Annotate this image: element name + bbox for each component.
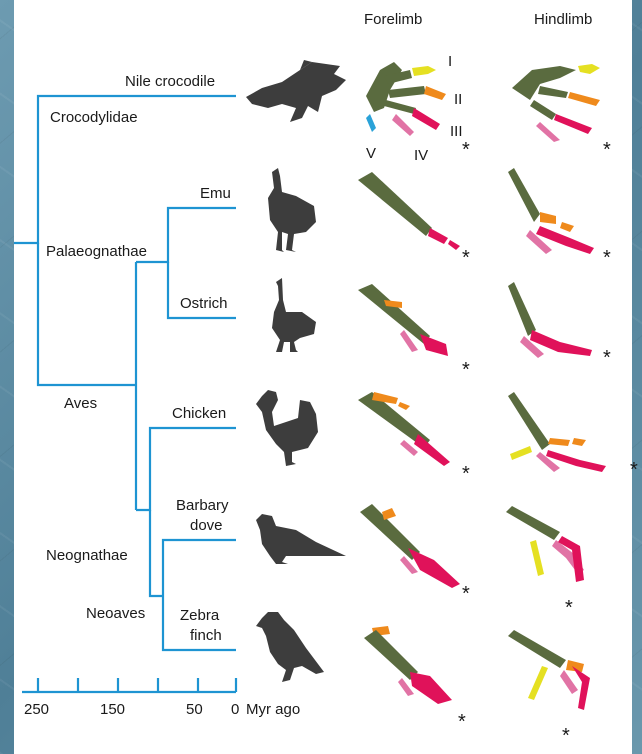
clade-neognathae: Neognathae	[46, 547, 128, 564]
asterisk-emu-hindlimb: *	[603, 247, 611, 269]
asterisk-ostrich-forelimb: *	[462, 359, 470, 381]
tree-branch-neoaves	[150, 510, 163, 596]
asterisk-croc-forelimb: *	[462, 139, 470, 161]
phylogenetic-tree	[14, 96, 236, 650]
ostrich-hindlimb	[508, 282, 592, 358]
ostrich-forelimb	[358, 284, 448, 356]
label-dove: dove	[190, 517, 223, 534]
chicken-silhouette	[256, 390, 318, 466]
digit-label-V: V	[366, 145, 376, 162]
clade-aves: Aves	[64, 395, 97, 412]
label-finch: finch	[190, 627, 222, 644]
axis-tick-50: 50	[186, 701, 203, 718]
clade-neoaves: Neoaves	[86, 605, 145, 622]
asterisk-finch-hindlimb: *	[562, 725, 570, 747]
tree-branch-emu	[136, 208, 236, 262]
label-ostrich: Ostrich	[180, 295, 228, 312]
axis-tick-150: 150	[100, 701, 125, 718]
chicken-forelimb	[358, 392, 450, 466]
clade-palaeognathae: Palaeognathae	[46, 243, 147, 260]
ostrich-silhouette	[272, 278, 316, 352]
digit-label-II: II	[454, 91, 462, 108]
emu-hindlimb	[508, 168, 594, 254]
asterisk-dove-hindlimb: *	[565, 597, 573, 619]
label-zebra: Zebra	[180, 607, 220, 624]
emu-forelimb	[358, 172, 460, 250]
finch-hindlimb	[508, 630, 590, 710]
asterisk-ostrich-hindlimb: *	[603, 347, 611, 369]
tree-branch-aves	[38, 243, 136, 385]
asterisk-dove-forelimb: *	[462, 583, 470, 605]
dove-hindlimb	[506, 506, 584, 582]
chicken-hindlimb	[508, 392, 606, 472]
hindlimb-header: Hindlimb	[534, 11, 592, 28]
emu-silhouette	[268, 168, 316, 252]
label-barbary: Barbary	[176, 497, 229, 514]
digit-label-I: I	[448, 53, 452, 70]
asterisk-croc-hindlimb: *	[603, 139, 611, 161]
digit-label-III: III	[450, 123, 463, 140]
digit-label-IV: IV	[414, 147, 428, 164]
crocodile-hindlimb	[512, 64, 600, 142]
dove-silhouette	[256, 514, 346, 564]
asterisk-chicken-hindlimb: *	[630, 459, 638, 481]
asterisk-chicken-forelimb: *	[462, 463, 470, 485]
axis-tick-250: 250	[24, 701, 49, 718]
label-emu: Emu	[200, 185, 231, 202]
axis-unit: Myr ago	[246, 701, 300, 718]
crocodile-forelimb: I II III IV V	[366, 53, 463, 164]
finch-silhouette	[256, 612, 324, 682]
forelimb-header: Forelimb	[364, 11, 422, 28]
dove-forelimb	[360, 504, 460, 588]
tree-branch-dove	[163, 540, 236, 596]
crocodile-silhouette	[246, 60, 346, 122]
time-axis: 250 150 50 0 Myr ago	[22, 678, 300, 718]
axis-tick-0: 0	[231, 701, 239, 718]
asterisk-finch-forelimb: *	[458, 711, 466, 733]
label-chicken: Chicken	[172, 405, 226, 422]
clade-crocodylidae: Crocodylidae	[50, 109, 138, 126]
finch-forelimb	[364, 626, 452, 704]
asterisk-emu-forelimb: *	[462, 247, 470, 269]
label-nile-crocodile: Nile crocodile	[125, 73, 215, 90]
